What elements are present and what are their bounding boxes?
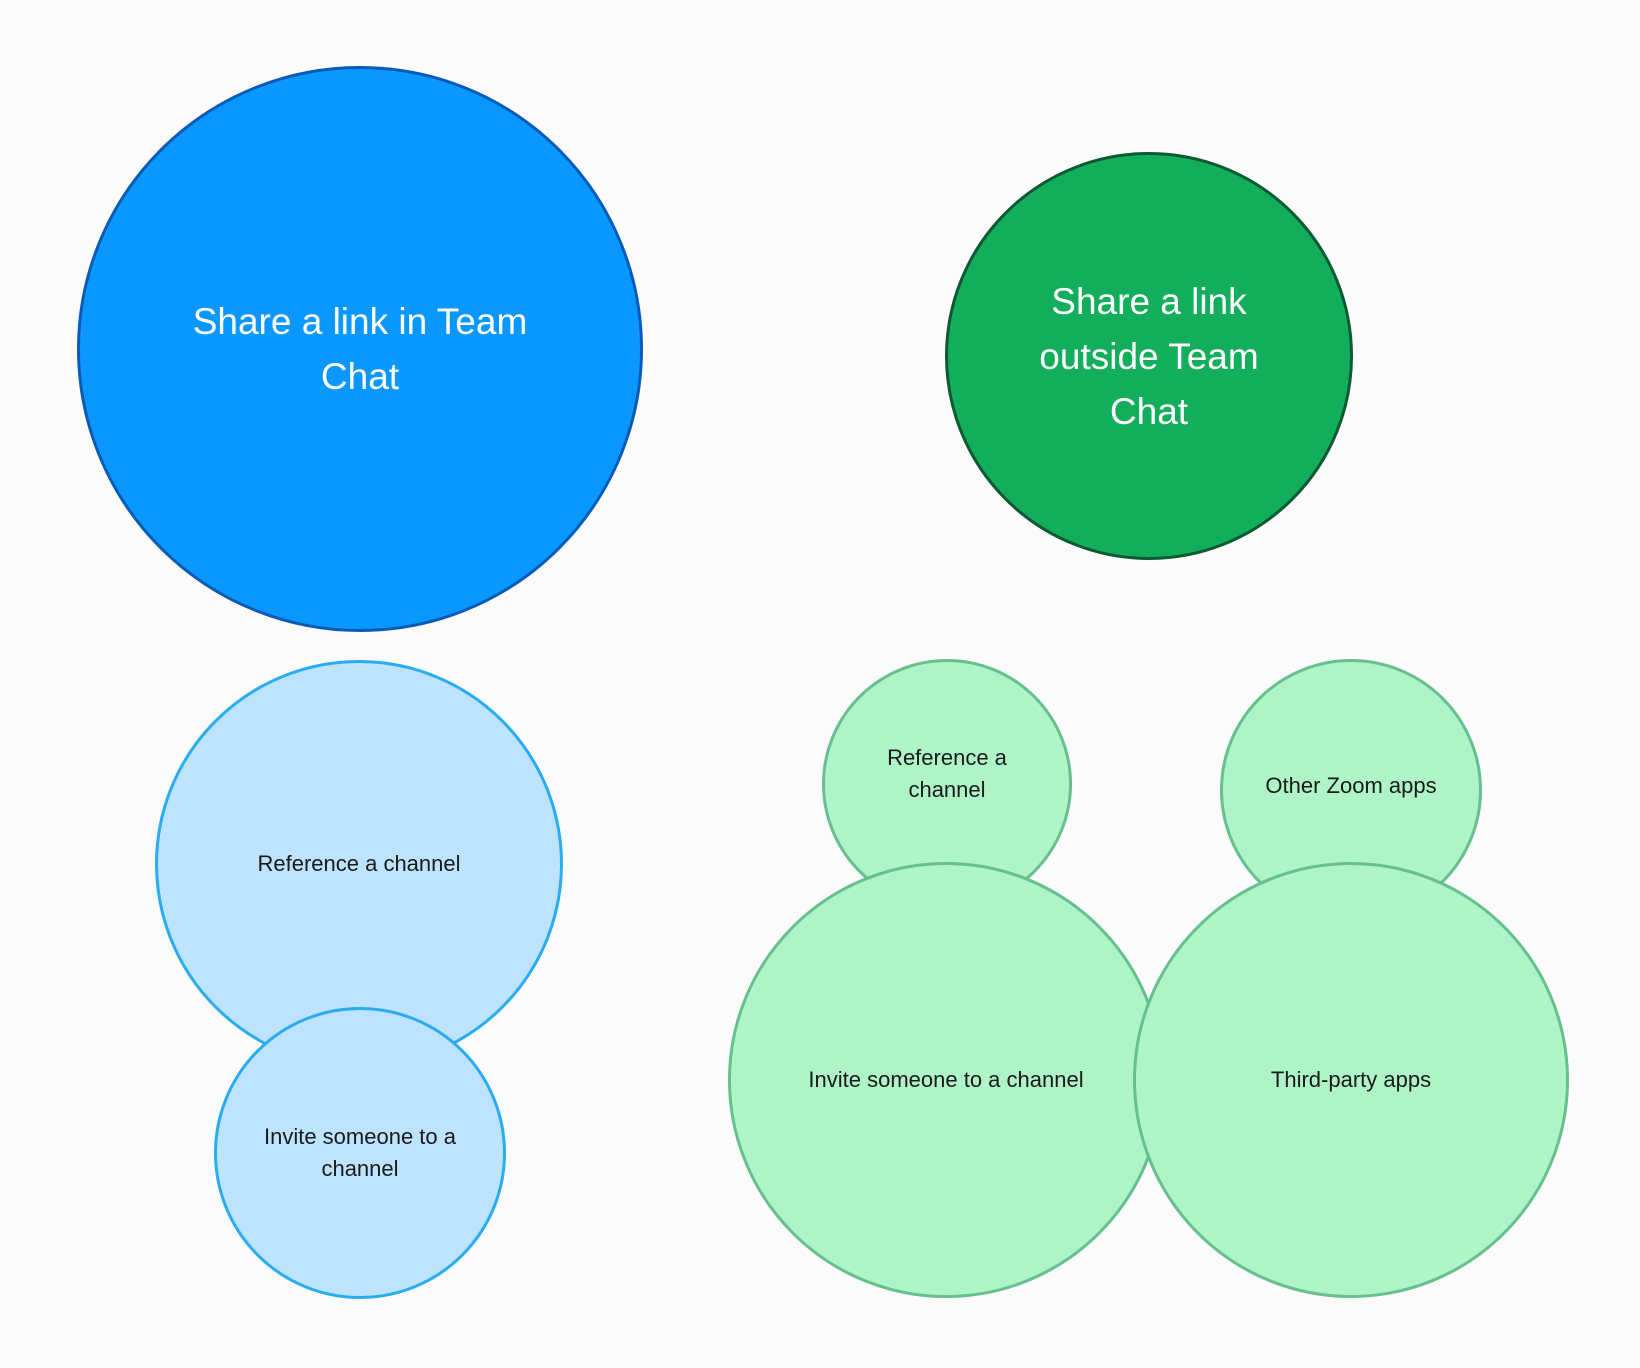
bubble-label: Share a link outside Team Chat (1039, 280, 1259, 432)
bubble-label: Invite someone to a channel (808, 1067, 1084, 1092)
bubble-label: Invite someone to a channel (263, 1124, 456, 1181)
bubble-in-team-chat-invite-someone: Invite someone to a channel (214, 1007, 506, 1299)
bubble-share-in-team-chat: Share a link in Team Chat (77, 66, 643, 632)
bubble-label: Third-party apps (1270, 1067, 1432, 1092)
bubble-outside-invite-someone: Invite someone to a channel (728, 862, 1164, 1298)
bubble-label: Reference a channel (887, 745, 1007, 802)
bubble-share-outside-team-chat: Share a link outside Team Chat (945, 152, 1353, 560)
bubble-label: Share a link in Team Chat (192, 301, 528, 397)
bubble-label: Other Zoom apps (1265, 773, 1437, 798)
bubble-outside-third-party-apps: Third-party apps (1133, 862, 1569, 1298)
bubble-in-team-chat-reference-channel: Reference a channel (155, 660, 563, 1068)
bubble-label: Reference a channel (257, 851, 461, 876)
